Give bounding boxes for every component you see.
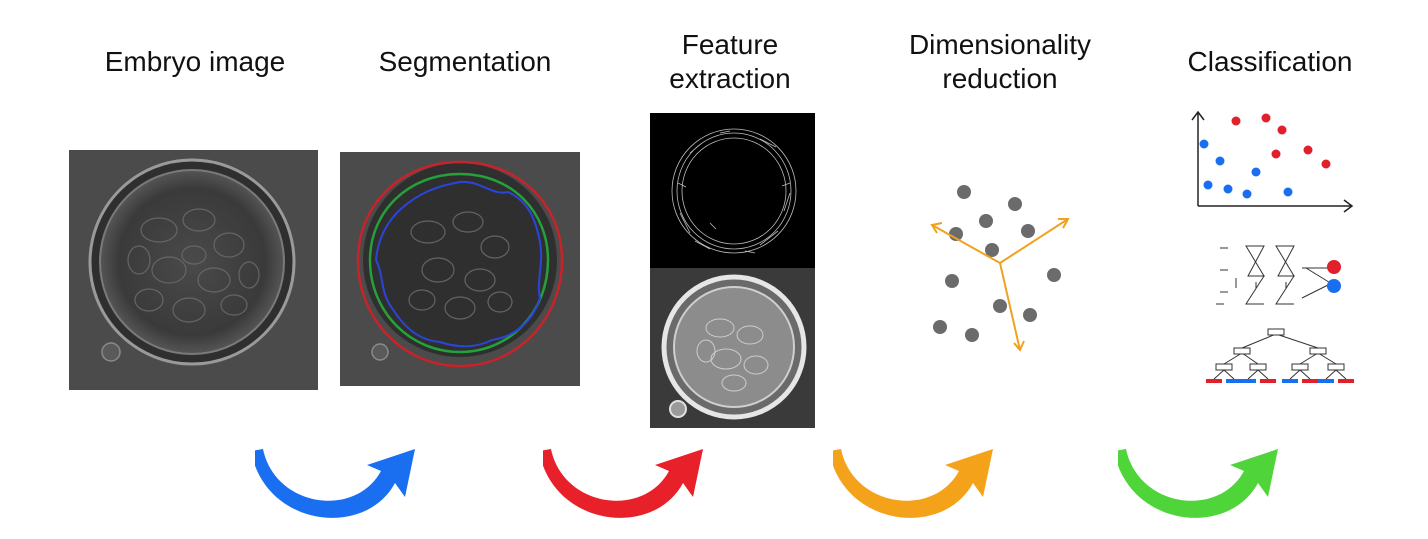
principal-axes	[930, 218, 1070, 352]
stage-title-line: Classification	[1187, 46, 1353, 77]
curved-arrow-1	[255, 435, 425, 525]
edge-lines	[671, 128, 797, 254]
stage-title-feature-extraction: Feature extraction	[620, 28, 840, 96]
stage-title-dimensionality-reduction: Dimensionality reduction	[870, 28, 1130, 96]
curved-arrow-2	[543, 435, 713, 525]
feature-extraction-images	[650, 113, 815, 428]
stage-title-line: Dimensionality	[908, 29, 1092, 60]
arrow-shape	[833, 449, 993, 518]
segmentation-inner-contour	[374, 180, 543, 348]
embryo-image	[69, 150, 318, 390]
stage-title-line: Feature	[681, 29, 779, 60]
stage-title-line: Segmentation	[378, 46, 552, 77]
neural-network-icon	[1216, 245, 1333, 305]
arrow-shape	[543, 449, 703, 518]
stage-title-embryo-image: Embryo image	[70, 45, 320, 79]
edge-map-image	[650, 113, 815, 268]
stage-title-line: reduction	[942, 63, 1058, 94]
stage-title-line: Embryo image	[104, 46, 286, 77]
output-node-blue	[1327, 279, 1341, 293]
curved-arrow-3	[833, 435, 1003, 525]
stage-title-classification: Classification	[1150, 45, 1390, 79]
segmentation-outer-contour	[356, 160, 564, 368]
curved-arrow-4	[1118, 435, 1288, 525]
output-node-red	[1327, 260, 1341, 274]
stage-title-line: extraction	[669, 63, 791, 94]
segmentation-middle-contour	[368, 172, 550, 354]
dimensionality-reduction-diagram	[920, 175, 1080, 360]
segmentation-image	[340, 152, 580, 386]
scatter-plot-icon	[1191, 110, 1354, 213]
classification-diagrams	[1190, 108, 1360, 393]
decision-tree-leaves	[1206, 379, 1354, 383]
data-points	[933, 185, 1061, 342]
stage-title-segmentation: Segmentation	[340, 45, 590, 79]
arrow-shape	[1118, 449, 1278, 518]
arrow-shape	[255, 449, 415, 518]
decision-tree-icon	[1213, 328, 1347, 380]
